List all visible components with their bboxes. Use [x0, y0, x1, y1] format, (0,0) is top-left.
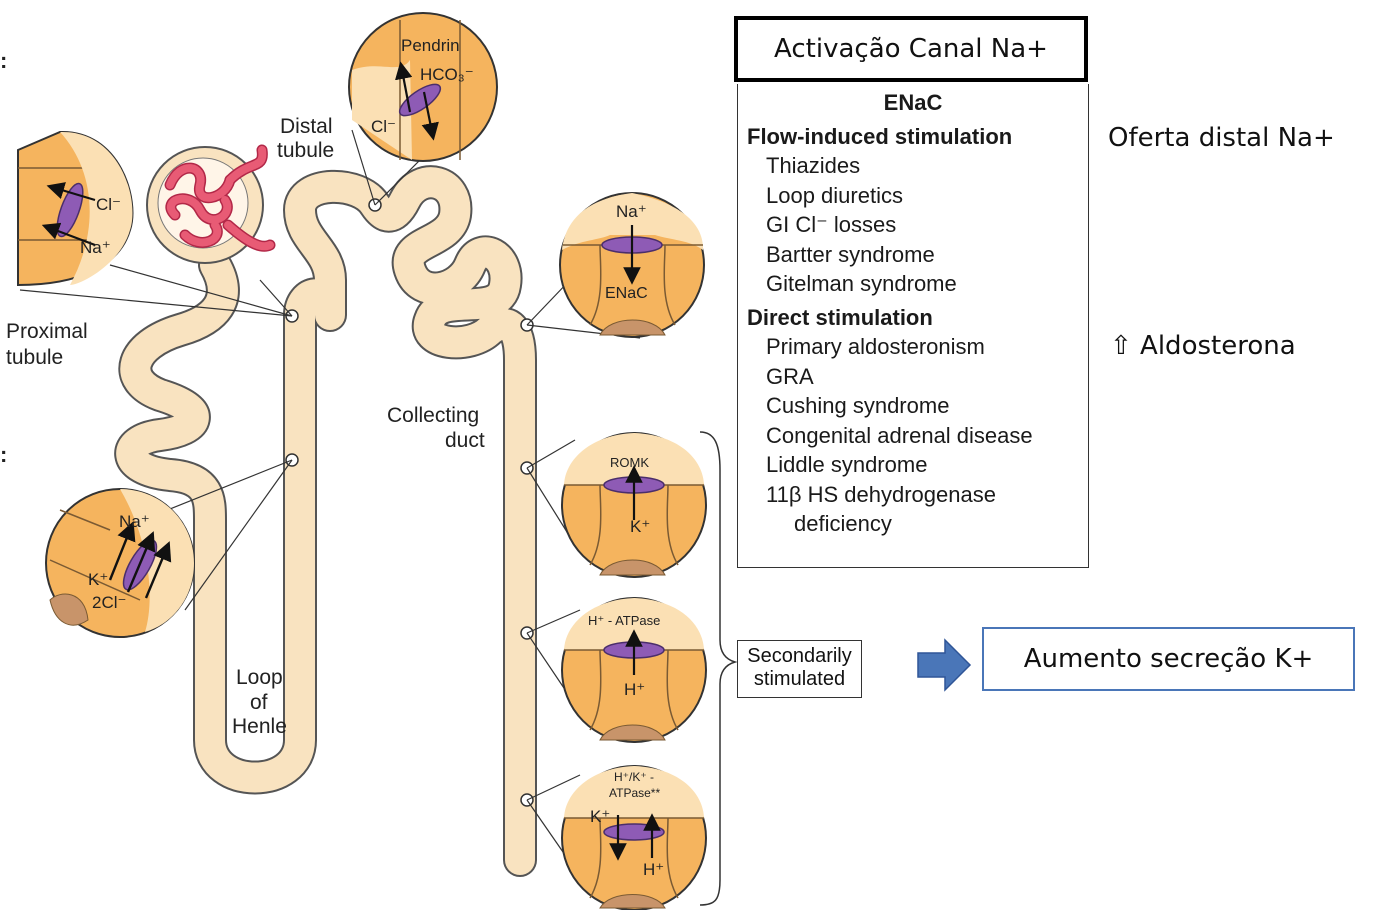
direct-item: Primary aldosteronism: [738, 332, 1088, 362]
romk-cell-circle: ROMK K⁺: [562, 433, 706, 577]
nkcc-cell-circle: Na⁺ K⁺ 2Cl⁻: [46, 489, 194, 637]
nephron-tubule: [131, 182, 520, 860]
hk-atpase-label-1: H⁺/K⁺ -: [614, 770, 654, 784]
label-proximal: Proximal: [6, 320, 88, 343]
flow-item: GI Cl⁻ losses: [738, 210, 1088, 240]
hk-k-label: K⁺: [590, 807, 610, 826]
flow-item: Thiazides: [738, 151, 1088, 181]
enac-channel-label: ENaC: [605, 285, 648, 302]
hco3-label: HCO₃⁻: [420, 65, 474, 84]
oferta-distal-note: Oferta distal Na+: [1108, 123, 1335, 153]
direct-item: Liddle syndrome: [738, 450, 1088, 480]
flow-induced-title: Flow-induced stimulation: [738, 122, 1088, 152]
h-atpase-label: H⁺ - ATPase: [588, 613, 660, 628]
label-of: of: [250, 691, 268, 714]
aldosterona-note: ⇧ Aldosterona: [1110, 331, 1296, 361]
result-label: Aumento secreção K+: [1024, 644, 1314, 674]
nkcc-k-label: K⁺: [88, 570, 108, 589]
secondarily-stimulated-box: Secondarily stimulated: [737, 640, 862, 698]
label-proximal-tubule: tubule: [6, 346, 63, 369]
label-henle: Henle: [232, 715, 287, 738]
proximal-na-label: Na⁺: [80, 238, 111, 257]
label-collecting-duct: duct: [445, 429, 485, 452]
secondarily-line: Secondarily: [738, 645, 861, 668]
label-distal-tubule: tubule: [277, 139, 334, 162]
romk-label: ROMK: [610, 455, 649, 470]
nkcc-2cl-label: 2Cl⁻: [92, 593, 126, 612]
nkcc-na-label: Na⁺: [119, 512, 150, 531]
flow-item: Bartter syndrome: [738, 240, 1088, 270]
cl-label: Cl⁻: [371, 117, 396, 136]
label-loop: Loop: [236, 666, 283, 689]
hk-h-label: H⁺: [643, 860, 664, 879]
edge-label-mid: :: [0, 442, 7, 467]
result-box: Aumento secreção K+: [982, 627, 1355, 691]
direct-item: Cushing syndrome: [738, 391, 1088, 421]
romk-k-label: K⁺: [630, 517, 650, 536]
label-collecting: Collecting: [387, 404, 479, 427]
h-atpase-h-label: H⁺: [624, 680, 645, 699]
direct-item: Congenital adrenal disease: [738, 421, 1088, 451]
proximal-cell-circle: Cl⁻ Na⁺: [18, 132, 132, 285]
label-distal: Distal: [280, 115, 333, 138]
direct-item-cont: deficiency: [738, 509, 1088, 539]
enac-na-label: Na⁺: [616, 202, 647, 221]
proximal-cl-label: Cl⁻: [96, 195, 121, 214]
flow-item: Loop diuretics: [738, 181, 1088, 211]
hk-atpase-cell-circle: H⁺/K⁺ - ATPase** K⁺ H⁺: [562, 766, 706, 910]
callout-title-box: Activação Canal Na+: [734, 16, 1088, 82]
direct-stimulation-title: Direct stimulation: [738, 303, 1088, 333]
pendrin-label: Pendrin: [401, 36, 460, 55]
flow-item: Gitelman syndrome: [738, 269, 1088, 299]
glomerulus: [147, 147, 270, 263]
enac-cell-circle: Na⁺ ENaC: [560, 193, 704, 337]
enac-table-header: ENaC: [738, 88, 1088, 118]
enac-table: ENaC Flow-induced stimulation Thiazides …: [737, 84, 1089, 568]
hk-atpase-label-2: ATPase**: [609, 786, 660, 800]
direct-item: 11β HS dehydrogenase: [738, 480, 1088, 510]
stimulated-line: stimulated: [738, 668, 861, 691]
blue-arrow: [918, 640, 970, 690]
pendrin-cell-circle: Pendrin HCO₃⁻ Cl⁻: [349, 13, 497, 161]
edge-label-top: :: [0, 48, 7, 73]
direct-item: GRA: [738, 362, 1088, 392]
h-atpase-cell-circle: H⁺ - ATPase H⁺: [562, 598, 706, 742]
callout-title: Activação Canal Na+: [774, 34, 1048, 64]
